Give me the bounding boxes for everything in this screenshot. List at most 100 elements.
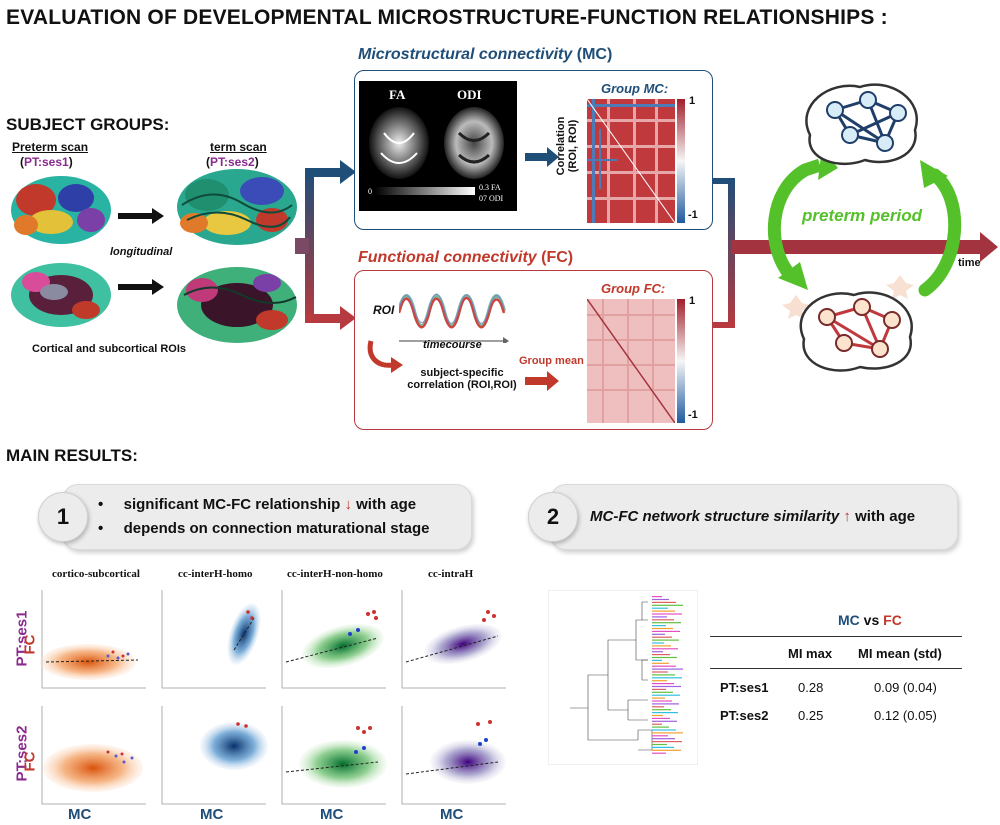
dendrogram-leaf-label: [652, 712, 678, 714]
result-2-text: MC-FC network structure similarity ↑ wit…: [590, 508, 916, 525]
dendrogram-leaf-label: [652, 645, 671, 647]
col-title-3: cc-interH-non-homo: [287, 568, 383, 580]
page-title: EVALUATION OF DEVELOPMENTAL MICROSTRUCTU…: [6, 6, 888, 29]
fc-panel: ROI timecourse subject-specific correlat…: [354, 270, 713, 430]
dendrogram: [548, 590, 698, 765]
mi-table-title: MC vs FC: [838, 612, 902, 628]
col-title-4: cc-intraH: [428, 568, 474, 580]
dendrogram-leaf-label: [652, 651, 663, 653]
row-ses2-max: 0.25: [798, 708, 824, 723]
curved-arrow: [367, 340, 403, 373]
dendrogram-leaf-label: [652, 741, 682, 743]
dendrogram-leaf-label: [652, 656, 677, 659]
dendrogram-leaf-label: [652, 717, 670, 719]
time-label: time: [958, 257, 981, 269]
mc-axis-2: MC: [200, 806, 224, 823]
mc-colorbar: [677, 99, 685, 223]
dendrogram-leaf-label: [652, 726, 669, 728]
group-mean-label: Group mean: [519, 355, 584, 367]
term-session: (PT:ses2): [206, 155, 259, 169]
dendrogram-leaf-label: [652, 668, 683, 670]
dendrogram-leaf-label: [652, 720, 677, 722]
roi-label: ROI: [373, 303, 395, 317]
fa-label: FA: [389, 87, 406, 102]
dendrogram-leaf-label: [652, 738, 675, 740]
dendrogram-leaf-label: [652, 648, 678, 650]
dendrogram-leaf-label: [652, 714, 663, 717]
dendrogram-leaf-label: [652, 598, 669, 601]
dendrogram-leaf-label: [652, 613, 682, 615]
fc-cbar-bottom: -1: [688, 409, 698, 421]
term-scan-label: term scan: [210, 140, 267, 154]
dendrogram-leaf-label: [652, 709, 671, 711]
mc-arrow: [525, 147, 559, 167]
dendrogram-leaf-label: [652, 607, 668, 609]
result-1-line2: • depends on connection maturational sta…: [98, 520, 430, 537]
result-2-number: 2: [528, 492, 578, 542]
mc-cbar-bottom: -1: [688, 209, 698, 221]
dendrogram-leaf-label: [652, 732, 683, 734]
timecourse-label: timecourse: [423, 339, 482, 351]
longitudinal-label: longitudinal: [110, 246, 173, 258]
row-ses2-mean: 0.12 (0.05): [874, 708, 937, 723]
result-1-line1: • significant MC-FC relationship ↓ with …: [98, 496, 417, 513]
row-ses1-max: 0.28: [798, 680, 824, 695]
dendrogram-leaf-label: [652, 700, 672, 702]
col-title-2: cc-interH-homo: [178, 568, 253, 580]
dendrogram-leaf-label: [652, 743, 667, 746]
fc-panel-title: Functional connectivity (FC): [358, 249, 574, 266]
dendrogram-leaf-label: [652, 654, 670, 656]
mc-axis-label: Correlation (ROI, ROI): [555, 116, 579, 176]
subject-groups-heading: SUBJECT GROUPS:: [6, 115, 170, 134]
th-mi-mean: MI mean (std): [858, 646, 942, 661]
dendrogram-leaf-label: [652, 735, 668, 737]
table-mid-rule: [710, 668, 962, 669]
table-top-rule: [710, 636, 962, 637]
dendrogram-leaf-label: [652, 691, 673, 693]
dendrogram-leaf-label: [652, 697, 665, 699]
group-fc-matrix: [587, 299, 675, 423]
result-1-number: 1: [38, 492, 88, 542]
dti-images: FA ODI: [359, 81, 517, 211]
dendrogram-leaf-label: [652, 627, 673, 630]
timecourse-plot: [399, 293, 509, 343]
fc-axis-row2: FC: [21, 751, 39, 772]
scatter-grid: [40, 590, 506, 805]
dendrogram-leaf-label: [652, 610, 675, 612]
dendrogram-leaf-label: [652, 665, 676, 667]
group-mc-matrix: [587, 99, 675, 223]
dendrogram-leaf-label: [652, 723, 662, 725]
mc-cbar-top: 1: [689, 95, 696, 107]
down-arrow-icon: ↓: [344, 496, 352, 513]
dendrogram-leaf-label: [652, 642, 664, 644]
dendrogram-leaf-label: [652, 706, 664, 708]
dendrogram-leaf-label: [652, 694, 680, 696]
dendrogram-leaf-label: [652, 639, 679, 641]
mc-axis-4: MC: [440, 806, 464, 823]
dendrogram-leaf-label: [652, 746, 674, 748]
dendrogram-leaf-label: [652, 636, 672, 638]
dendrogram-leaf-label: [652, 683, 674, 685]
preterm-scan-label: Preterm scan: [12, 140, 89, 154]
dendrogram-leaf-label: [652, 659, 662, 661]
dendrogram-leaf-label: [652, 703, 679, 705]
dendrogram-leaf-label: [652, 601, 676, 603]
result-2-box: [550, 484, 958, 550]
term-brains-illustration: [177, 169, 297, 343]
mc-panel: FA ODI: [354, 70, 713, 230]
rois-label: Cortical and subcortical ROIs: [32, 343, 187, 355]
dendrogram-leaf-label: [652, 622, 681, 624]
group-fc-title: Group FC:: [601, 281, 666, 296]
th-mi-max: MI max: [788, 646, 833, 661]
dendrogram-leaf-label: [652, 674, 675, 676]
dendrogram-leaf-label: [652, 749, 681, 751]
mc-axis-1: MC: [68, 806, 92, 823]
dendrogram-leaf-label: [652, 752, 666, 754]
odi-label: ODI: [457, 87, 482, 102]
dendrogram-leaf-label: [652, 677, 682, 679]
fc-axis-row1: FC: [21, 634, 39, 655]
mc-panel-title: Microstructural connectivity (MC): [358, 46, 613, 63]
dendrogram-leaf-label: [652, 662, 669, 664]
row-ses1-label: PT:ses1: [720, 680, 769, 695]
dendrogram-leaf-label: [652, 729, 676, 731]
